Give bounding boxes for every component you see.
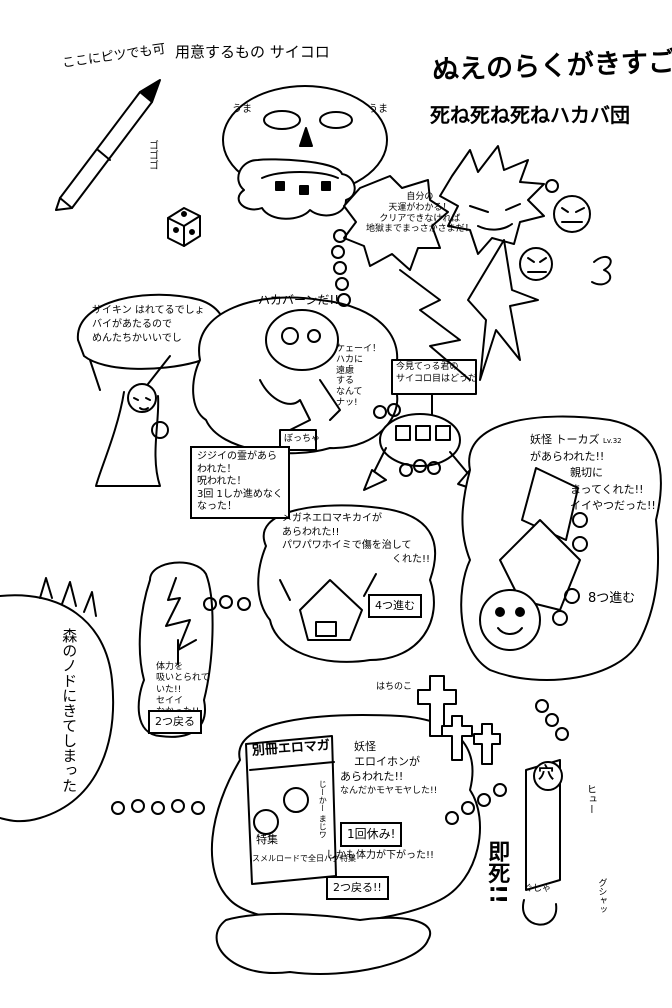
magazine-sub: 特集 [256, 833, 278, 846]
haka-shout: ハカバーンだ!! [258, 293, 340, 307]
fortune-bubble-outline [343, 175, 449, 271]
dice-icon [167, 207, 201, 247]
pit-sign: 穴 [538, 763, 555, 782]
ghost-girl [89, 355, 171, 487]
tree-icon [165, 577, 197, 665]
skull-icon [222, 85, 388, 220]
magazine-caption: スメルロードで全日バグ特集 [252, 854, 356, 863]
pencil-sfx: ゴゴゴ [146, 140, 158, 170]
graveyard-crosses [417, 675, 501, 765]
graveyard-sign: はちのこ [376, 682, 413, 692]
erohon-rest-box: 1回休み! [340, 822, 403, 847]
pencil-icon [55, 79, 161, 211]
touka-advance: 8つ進む [588, 591, 636, 606]
machine-character [279, 573, 377, 641]
pit-death-text: 即死!! [484, 840, 510, 905]
forest-text: 森のノドにきてしまった [60, 628, 79, 793]
megane-event-text: メガネエロマキカイが あらわれた!! パワパワホイミで傷を治して くれた!! [282, 513, 431, 565]
forest-trees [39, 577, 97, 617]
erohon-event-text: 妖怪 エロイホンが あらわれた!! なんだかモヤモヤした!! [340, 740, 438, 796]
forest-area-outline [0, 594, 115, 823]
magazine-side: じーかー まじワ [318, 780, 328, 839]
spiky-character [439, 145, 545, 381]
haka-event-box: ジジイの霊があら われた！ 呪われた！ 3回 1しか進めなく なった！ [190, 446, 290, 519]
tree-back-box: 2つ戻る [148, 710, 202, 734]
haka-sign: ぼっちゃ [284, 434, 321, 444]
erohon-back-box: 2つ戻る!! [326, 876, 389, 900]
touka-event-text: 妖怪 トーカズ Lv.32 があらわれた!! 親切に まってくれた!! イイやつ… [530, 433, 656, 512]
dice-stop-sign: 今見てっる君の サイコロ目はどうだ [396, 362, 478, 384]
page-subtitle: 死ね死ね死ねハカバ団 [430, 103, 630, 127]
pit-crush-sfx: グシャッ [596, 878, 607, 914]
haka-scene-outline [192, 296, 399, 455]
magazine-icon [245, 735, 337, 885]
dice-stop-turtle [363, 359, 477, 491]
prepare-label: 用意するもの サイコロ [175, 43, 330, 61]
lightning-bolt [399, 269, 471, 381]
skull-label-left: うま [232, 104, 252, 115]
skull-chain-path [111, 403, 569, 825]
robot-character [479, 467, 588, 651]
zombie-character [259, 309, 341, 451]
erohon-hp-down: しかも体力が下がった!! [326, 850, 435, 861]
skull-chain [331, 229, 351, 307]
skull-label-right: うま [368, 104, 388, 115]
megane-advance-box: 4つ進む [368, 594, 422, 618]
fortune-bubble-text: 自分の 天運がわかる！ クリアできなければ 地獄までまっさかさまだ！ [366, 192, 474, 235]
pit-column [522, 759, 563, 926]
sick-bubble-text: サイキン はれてるでしょ バイがあたるので めんたちかいいでし [92, 305, 205, 344]
puddle-outline [215, 912, 432, 975]
pit-fall-sfx: ヒュー [584, 784, 596, 814]
haka-speech: ケェーイ！ ハカに 遠慮 する なんて ナッ! [336, 344, 382, 408]
pit-ground-sfx: ぐしゃ [524, 884, 552, 894]
pumpkin-ghost-icon [519, 179, 612, 286]
